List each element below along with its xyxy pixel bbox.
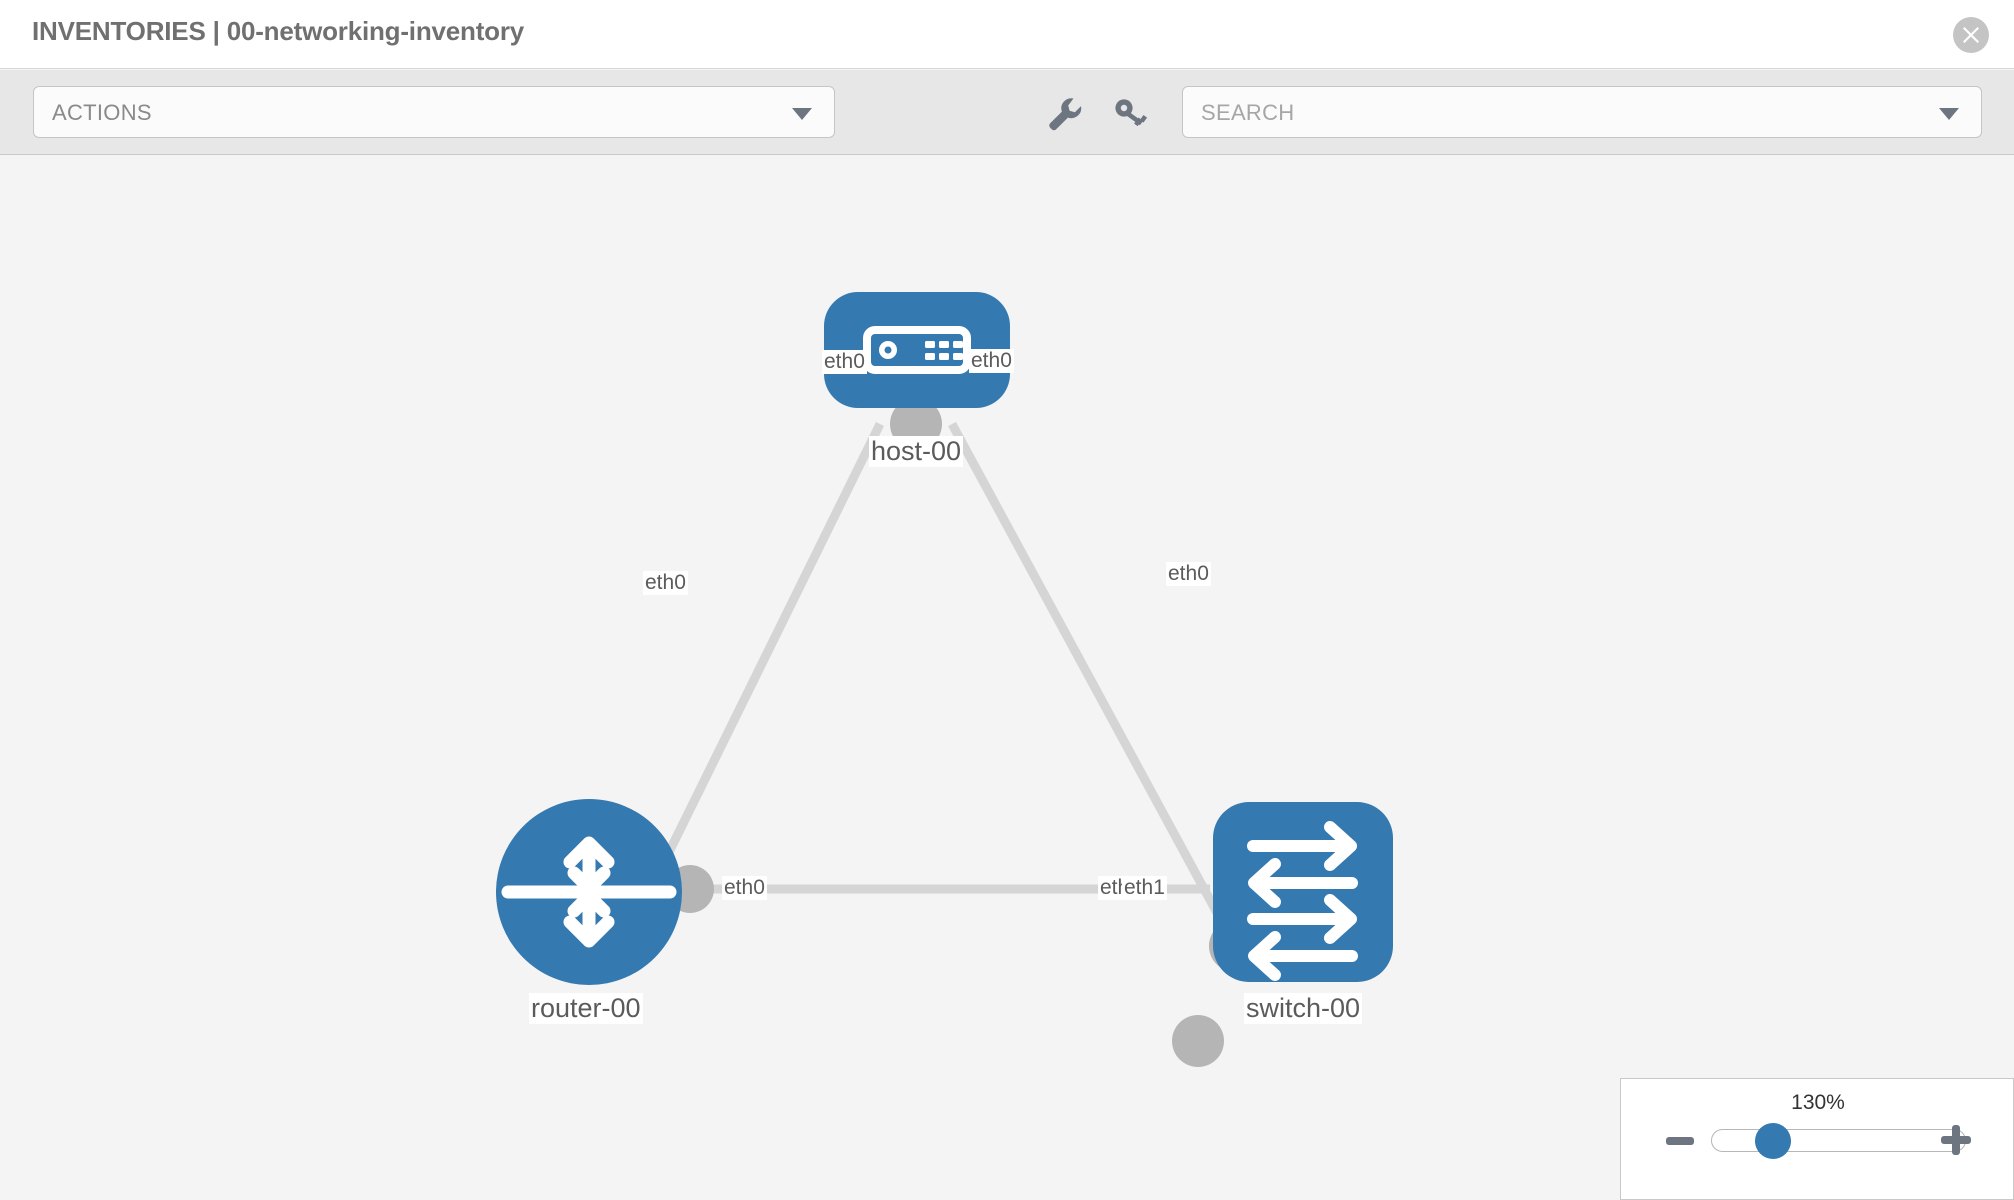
zoom-slider-thumb[interactable] [1755,1123,1791,1159]
server-icon [863,326,971,374]
plus-icon[interactable] [1941,1125,1971,1155]
topology-graph [496,292,1393,1067]
iface-label: eth0 [822,350,867,374]
zoom-slider-track[interactable] [1711,1129,1966,1152]
node-title-host-00: host-00 [869,436,964,467]
toolbar: ACTIONS SEARCH [0,70,2014,155]
link-host00-switch00[interactable] [948,421,1239,949]
actions-dropdown[interactable]: ACTIONS [33,86,835,138]
iface-label: eth0 [643,571,688,595]
zoom-level-value: 130% [1791,1091,1845,1114]
topology-links [635,421,1239,949]
link-host00-router00[interactable] [635,422,885,913]
search-placeholder: SEARCH [1201,100,1295,125]
key-icon[interactable] [1110,92,1152,134]
chevron-down-icon [792,108,812,120]
page-title: INVENTORIES | 00-networking-inventory [32,16,525,46]
wrench-icon[interactable] [1043,92,1085,134]
node-title-router-00: router-00 [529,993,643,1024]
node-switch-00[interactable] [1213,802,1393,982]
connector-nub [1172,1015,1224,1067]
topology-connectors [666,398,1261,1067]
node-router-00[interactable] [496,799,682,985]
router-icon [501,836,677,948]
iface-label: eth0 [1166,562,1211,586]
search-input[interactable]: SEARCH [1182,86,1982,138]
topology-canvas[interactable]: eth0 eth0 eth0 eth0 eth0 eth eth1 host-0… [0,156,2014,1200]
iface-label: eth0 [722,876,767,900]
node-host-00[interactable] [824,292,1010,408]
chevron-down-icon[interactable] [1939,108,1959,120]
iface-label: eth1 [1122,876,1167,900]
minus-icon[interactable] [1666,1137,1694,1145]
actions-dropdown-label: ACTIONS [52,100,152,125]
page-header: INVENTORIES | 00-networking-inventory [0,0,2014,69]
close-icon[interactable] [1953,17,1989,53]
iface-label: eth0 [969,349,1014,373]
zoom-control-panel: 130% [1620,1078,2014,1200]
switch-icon [1247,821,1358,981]
node-title-switch-00: switch-00 [1244,993,1363,1024]
